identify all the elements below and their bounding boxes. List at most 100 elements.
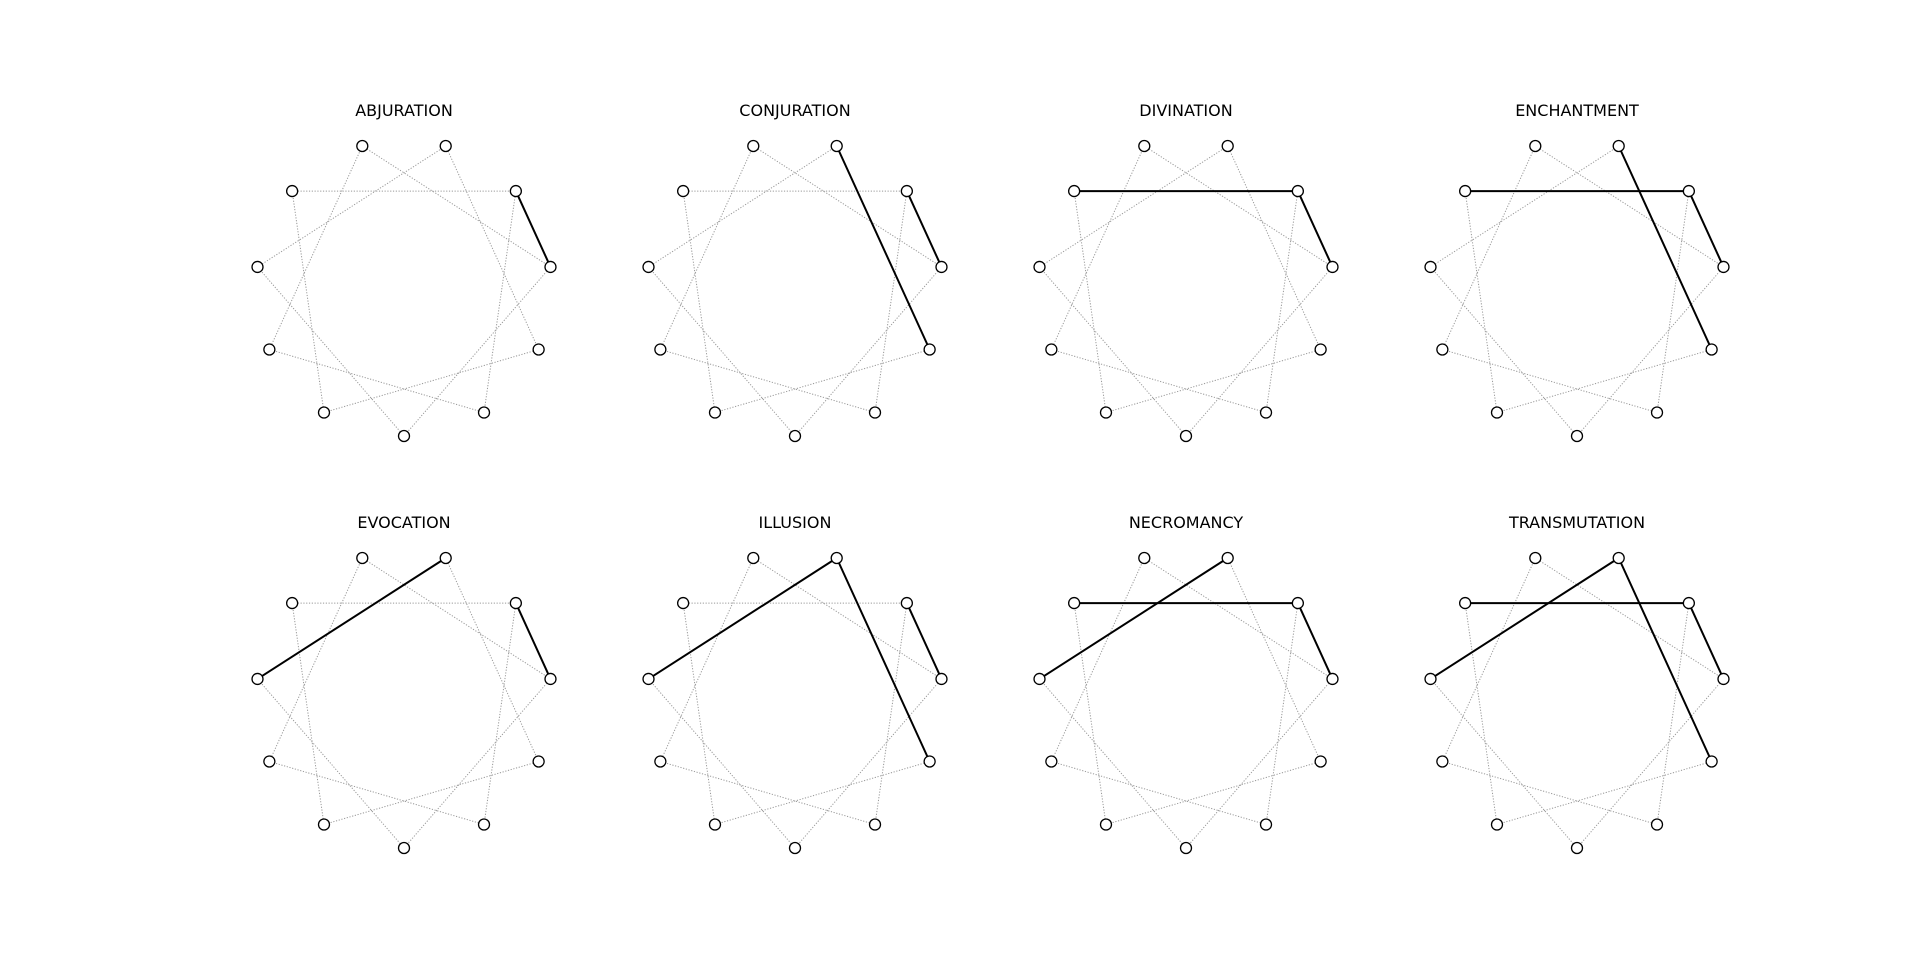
vertex-circle: [439, 139, 452, 153]
vertex-circle: [317, 406, 331, 419]
dotted-edge: [1430, 266, 1578, 437]
dotted-edge: [1227, 557, 1322, 762]
vertices: [642, 139, 948, 443]
solid-edge: [514, 602, 552, 680]
dotted-edge: [1265, 191, 1299, 413]
dotted-edge: [257, 145, 446, 268]
dotted-edge: [1535, 557, 1724, 680]
vertex-circle: [317, 818, 331, 831]
dotted-edge: [1441, 557, 1536, 762]
dotted-edge: [753, 145, 942, 268]
solid-edge: [1687, 602, 1725, 680]
vertex-circle: [1717, 260, 1730, 274]
vertex-circle: [477, 406, 491, 419]
vertex-circle: [1682, 184, 1695, 198]
vertex-circle: [1068, 596, 1081, 610]
dotted-edge: [874, 191, 908, 413]
vertex-circle: [1221, 551, 1234, 565]
panel-title: TRANSMUTATION: [1508, 513, 1645, 532]
vertex-circle: [1570, 841, 1584, 855]
vertex-circle: [935, 260, 948, 274]
dotted-edge: [1464, 603, 1498, 825]
panel-title: CONJURATION: [739, 101, 850, 120]
panel-title: DIVINATION: [1139, 101, 1232, 120]
highlighted-edges: [647, 557, 943, 763]
dotted-edge: [648, 266, 796, 437]
vertex-circle: [1179, 841, 1193, 855]
vertex-circle: [654, 755, 667, 768]
dotted-edge: [323, 761, 539, 825]
dotted-edge: [257, 678, 405, 849]
dotted-edge: [1496, 349, 1712, 413]
dotted-edge: [1050, 145, 1145, 350]
solid-edge: [647, 557, 838, 680]
vertex-circle: [677, 184, 690, 198]
vertex-circle: [1138, 139, 1151, 153]
vertex-circle: [830, 551, 843, 565]
dotted-edge: [268, 145, 363, 350]
vertex-circle: [1033, 672, 1046, 686]
vertex-circle: [1705, 343, 1718, 356]
vertex-circle: [923, 343, 936, 356]
dotted-edge: [403, 678, 551, 849]
vertex-circle: [708, 406, 722, 419]
dotted-edge: [1442, 349, 1658, 413]
vertex-circle: [1045, 755, 1058, 768]
highlighted-edges: [1038, 557, 1334, 680]
vertex-circle: [1221, 139, 1234, 153]
vertex-circle: [263, 755, 276, 768]
vertex-circle: [1529, 551, 1542, 565]
vertex-circle: [1326, 672, 1339, 686]
panel-evocation: EVOCATION: [251, 513, 557, 855]
vertex-circle: [900, 184, 913, 198]
vertex-circle: [868, 818, 882, 831]
vertex-circle: [1099, 818, 1113, 831]
solid-edge: [1429, 557, 1620, 680]
dotted-edge: [1050, 557, 1145, 762]
dotted-edge: [753, 557, 942, 680]
dotted-edge: [483, 191, 517, 413]
vertex-circle: [1459, 184, 1472, 198]
dotted-edge: [660, 761, 876, 825]
dotted-edge: [257, 266, 405, 437]
vertices: [1424, 139, 1730, 443]
vertex-circle: [1259, 406, 1273, 419]
vertex-circle: [1259, 818, 1273, 831]
solid-edge: [835, 145, 931, 351]
vertex-circle: [1650, 818, 1664, 831]
dotted-edge: [1039, 145, 1228, 268]
dotted-edge: [269, 761, 485, 825]
dotted-edge: [268, 557, 363, 762]
vertex-circle: [1099, 406, 1113, 419]
dotted-edge: [1073, 191, 1107, 413]
dotted-edge: [648, 678, 796, 849]
dotted-edge: [362, 145, 551, 268]
dotted-edge: [659, 145, 754, 350]
vertex-circle: [1424, 672, 1437, 686]
vertex-circle: [251, 672, 264, 686]
vertex-circle: [1529, 139, 1542, 153]
panel-title: ILLUSION: [759, 513, 832, 532]
vertex-circle: [285, 184, 299, 198]
highlighted-edges: [256, 557, 552, 680]
vertex-circle: [1291, 596, 1304, 610]
vertices: [1033, 551, 1339, 855]
vertex-circle: [397, 841, 411, 855]
vertex-circle: [708, 818, 722, 831]
vertex-circle: [356, 139, 369, 153]
dotted-edge: [714, 761, 930, 825]
vertex-circle: [1326, 260, 1339, 274]
panel-transmutation: TRANSMUTATION: [1424, 513, 1730, 855]
solid-edge: [835, 557, 931, 763]
vertex-circle: [544, 260, 557, 274]
highlighted-edges: [1464, 145, 1725, 351]
vertex-circle: [1424, 260, 1437, 274]
panel-divination: DIVINATION: [1033, 101, 1339, 443]
solid-edge: [1617, 557, 1713, 763]
vertex-circle: [1612, 551, 1625, 565]
dotted-edge: [269, 349, 485, 413]
vertex-circle: [642, 672, 655, 686]
